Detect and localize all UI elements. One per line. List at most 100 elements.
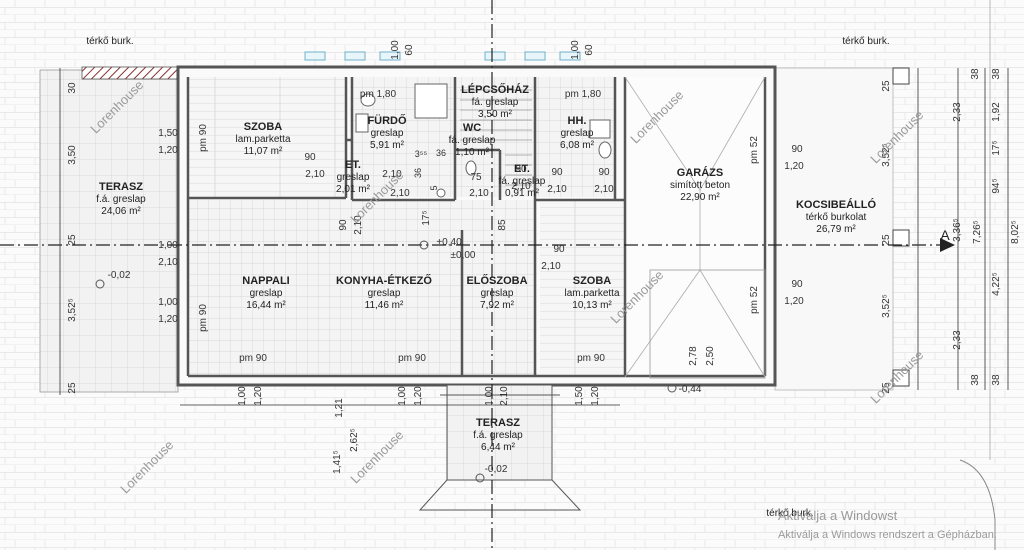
room-name-szoba1: SZOBA	[244, 121, 283, 133]
room-finish-konyha: greslap	[368, 288, 401, 299]
room-name-szoba2: SZOBA	[573, 275, 612, 287]
level-markers	[95, 240, 677, 483]
room-name-terasz1: TERASZ	[99, 181, 143, 193]
garage-door	[649, 269, 766, 379]
room-area-nappali: 16,44 m²	[246, 300, 286, 311]
dim-b-120a: 1,20	[253, 386, 264, 406]
dim-lvl-g: -0,44	[679, 384, 702, 395]
dim-r-4225: 4,22⁵	[991, 272, 1002, 296]
room-area-terasz1: 24,06 m²	[101, 206, 141, 217]
dim-pm90-a: pm 90	[198, 124, 209, 152]
dim-lvl-t1: -0,02	[108, 270, 131, 281]
room-finish-nappali: greslap	[250, 288, 283, 299]
room-area-szoba2: 10,13 m²	[572, 300, 612, 311]
dim-b-210: 2,10	[499, 386, 510, 406]
dim-lvl-t2: -0,02	[485, 464, 508, 475]
carport-area	[774, 67, 894, 391]
dim-d210-a: 2,10	[305, 169, 325, 180]
room-name-konyha: KONYHA-ÉTKEZŐ	[336, 274, 432, 287]
dim-d210-e: 2,10	[547, 184, 567, 195]
room-name-terasz2: TERASZ	[476, 417, 520, 429]
activation-sub: Aktiválja a Windows rendszert a Gépházba…	[778, 529, 997, 541]
dim-r-802: 8,02⁵	[1010, 220, 1021, 244]
dim-pm52-a: pm 52	[749, 136, 760, 164]
bathroom-fixtures	[355, 83, 612, 198]
room-name-et1: ET.	[345, 159, 361, 171]
dim-r-38a: 38	[970, 68, 981, 80]
dim-d85: 85	[497, 219, 508, 231]
dim-w-120a: 1,20	[158, 145, 178, 156]
dim-d36b: 36	[413, 168, 423, 178]
dim-r-175: 17⁵	[991, 140, 1002, 155]
room-finish-lepcsohaz: fá. greslap	[472, 97, 519, 108]
dim-d120-f: 1,20	[784, 296, 804, 307]
dim-b-100c: 1,00	[484, 386, 495, 406]
dim-d90-c: 90	[551, 167, 563, 178]
room-finish-wc: fá. greslap	[449, 135, 496, 146]
floor-garage	[625, 77, 765, 377]
dim-d90-f: 90	[791, 279, 803, 290]
dim-d5: 5	[429, 185, 439, 190]
dim-pm180-a: pm 1,80	[360, 89, 397, 100]
room-area-konyha: 11,46 m²	[365, 300, 404, 311]
dim-r-192: 1,92	[991, 102, 1002, 122]
dim-r-945: 94⁵	[991, 178, 1002, 193]
room-area-wc: 1,10 m²	[455, 147, 490, 158]
section-mark: A	[940, 227, 950, 243]
room-finish-terasz2: f.á. greslap	[473, 430, 523, 441]
room-name-lepcsohaz: LÉPCSŐHÁZ	[461, 83, 529, 96]
dim-d36a: 36	[436, 148, 446, 158]
room-area-lepcsohaz: 3,50 m²	[478, 109, 513, 120]
dim-top-60a: 60	[404, 44, 415, 56]
room-area-furdo: 5,91 m²	[370, 140, 405, 151]
floor-konyha	[352, 200, 462, 376]
dim-top-60b: 60	[584, 44, 595, 56]
dim-g-278: 2,78	[688, 346, 699, 366]
dim-d210-c: 2,10	[382, 169, 402, 180]
paving-label-top-left: térkő burk.	[86, 36, 133, 47]
dim-r-38c: 38	[970, 374, 981, 386]
dim-pm90-b: pm 90	[198, 304, 209, 332]
room-finish-et2: fá. greslap	[499, 176, 546, 187]
dimension-lines	[59, 68, 1009, 406]
dim-d90-a: 90	[304, 152, 316, 163]
dim-r-352a: 3,52⁵	[881, 143, 892, 167]
dim-w-100b: 1,00	[158, 297, 178, 308]
dim-r-25b: 25	[881, 234, 892, 246]
room-name-wc: WC	[463, 122, 481, 134]
dim-b-100b: 1,00	[397, 386, 408, 406]
dim-r-25a: 25	[881, 80, 892, 92]
room-name-et2: ET.	[514, 163, 530, 175]
dim-d210-f: 2,10	[511, 181, 531, 192]
dim-d90-g: 90	[598, 167, 610, 178]
dim-r-336: 3,36⁵	[952, 218, 963, 242]
dim-b-120b: 1,20	[413, 386, 424, 406]
dim-d210-c2: 2,10	[390, 188, 410, 199]
room-area-et1: 2,01 m²	[336, 184, 371, 195]
room-name-nappali: NAPPALI	[242, 275, 289, 287]
dim-pm90-d: pm 90	[398, 353, 426, 364]
dim-top-100b: 1,00	[570, 40, 581, 60]
dim-d210-h: 2,10	[541, 261, 561, 272]
dim-pm52-b: pm 52	[749, 286, 760, 314]
dim-d175: 17⁵	[421, 210, 432, 225]
dim-g-250: 2,50	[705, 346, 716, 366]
room-finish-terasz1: f.á. greslap	[96, 194, 146, 205]
dim-d35: 3⁵⁵	[415, 149, 428, 159]
room-finish-szoba2: lam.parketta	[564, 288, 619, 299]
room-name-furdo: FÜRDŐ	[367, 114, 407, 127]
dim-d90-d: 90	[515, 164, 527, 175]
room-area-garazs: 22,90 m²	[680, 192, 720, 203]
room-name-eloszoba: ELŐSZOBA	[466, 274, 527, 287]
dim-d210-b: 2,10	[353, 215, 364, 235]
dim-lvl-zero: ±0,00	[451, 250, 476, 261]
dim-left-4: 3,52⁵	[67, 298, 78, 322]
dim-left-1: 30	[67, 82, 78, 94]
terrace-railing	[81, 66, 179, 80]
dim-b-150: 1,50	[574, 386, 585, 406]
floor-szoba1	[188, 77, 346, 197]
room-area-eloszoba: 7,92 m²	[480, 300, 515, 311]
dim-w-100a: 1,00	[158, 240, 178, 251]
room-finish-furdo: greslap	[371, 128, 404, 139]
